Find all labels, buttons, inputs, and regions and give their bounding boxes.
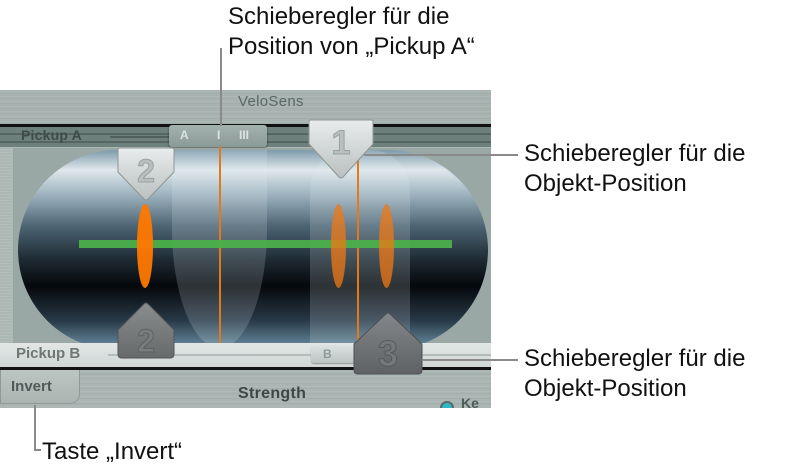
- key-indicator-icon[interactable]: [440, 401, 454, 408]
- strength-label: Strength: [238, 385, 307, 402]
- pickup-b-mark: B: [323, 347, 332, 361]
- sculpture-pickup-panel: VeloSens Pickup A A I III Pickup B B Inv…: [0, 90, 491, 408]
- object-2-shield-icon: 2: [117, 147, 175, 201]
- invert-button[interactable]: Invert: [0, 370, 80, 404]
- pickup-a-mark-a: A: [180, 128, 189, 142]
- object-1-vibration: [331, 204, 346, 288]
- callout-object-slider-top: Schieberegler für die Objekt-Position: [524, 140, 746, 197]
- object-3-vibration: [379, 204, 394, 288]
- svg-text:2: 2: [137, 153, 155, 189]
- pickup-a-position-slider[interactable]: A I III: [169, 125, 267, 147]
- key-label: Ke: [461, 395, 479, 408]
- object-3-shield-icon: 3: [353, 312, 423, 375]
- leader-invert: [34, 405, 36, 450]
- invert-button-label: Invert: [11, 378, 52, 395]
- string-tube: [18, 150, 488, 350]
- leader-object-bottom: [422, 359, 518, 361]
- callout-object-slider-bottom: Schieberegler für die Objekt-Position: [524, 345, 746, 402]
- pickup-b-track: [108, 354, 491, 356]
- velosens-bar: VeloSens: [0, 90, 491, 124]
- object-2-shield-icon: 2: [117, 302, 175, 360]
- svg-text:3: 3: [378, 333, 398, 374]
- velosens-label: VeloSens: [238, 93, 304, 110]
- object-2-bottom-position-slider[interactable]: 2: [116, 302, 176, 360]
- pickup-a-mark-i: I: [217, 128, 221, 142]
- leader-invert-foot: [34, 449, 41, 451]
- object-1-position-slider[interactable]: 1: [307, 118, 375, 180]
- pickup-b-label: Pickup B: [16, 345, 81, 362]
- object-2-top-position-slider[interactable]: 2: [116, 146, 176, 202]
- callout-pickup-a-slider: Schieberegler für die Position von „Pick…: [228, 3, 475, 60]
- string-line: [79, 240, 452, 248]
- callout-invert-button: Taste „Invert“: [42, 438, 183, 465]
- svg-text:2: 2: [137, 323, 155, 359]
- leader-object-top: [364, 154, 518, 156]
- leader-pickup-a: [220, 48, 222, 126]
- object-2-vibration: [137, 204, 153, 288]
- divider: [0, 367, 491, 370]
- pickup-a-track: [110, 136, 170, 138]
- object-3-position-slider[interactable]: 3: [352, 312, 424, 376]
- svg-text:1: 1: [332, 124, 351, 162]
- object-1-shield-icon: 1: [308, 119, 374, 179]
- bottom-controls: [0, 370, 491, 408]
- pickup-b-position-slider[interactable]: B: [311, 345, 361, 363]
- pickup-a-label: Pickup A: [21, 127, 82, 143]
- stage-left-strip: [0, 148, 13, 348]
- pickup-a-mark-iii: III: [239, 128, 250, 142]
